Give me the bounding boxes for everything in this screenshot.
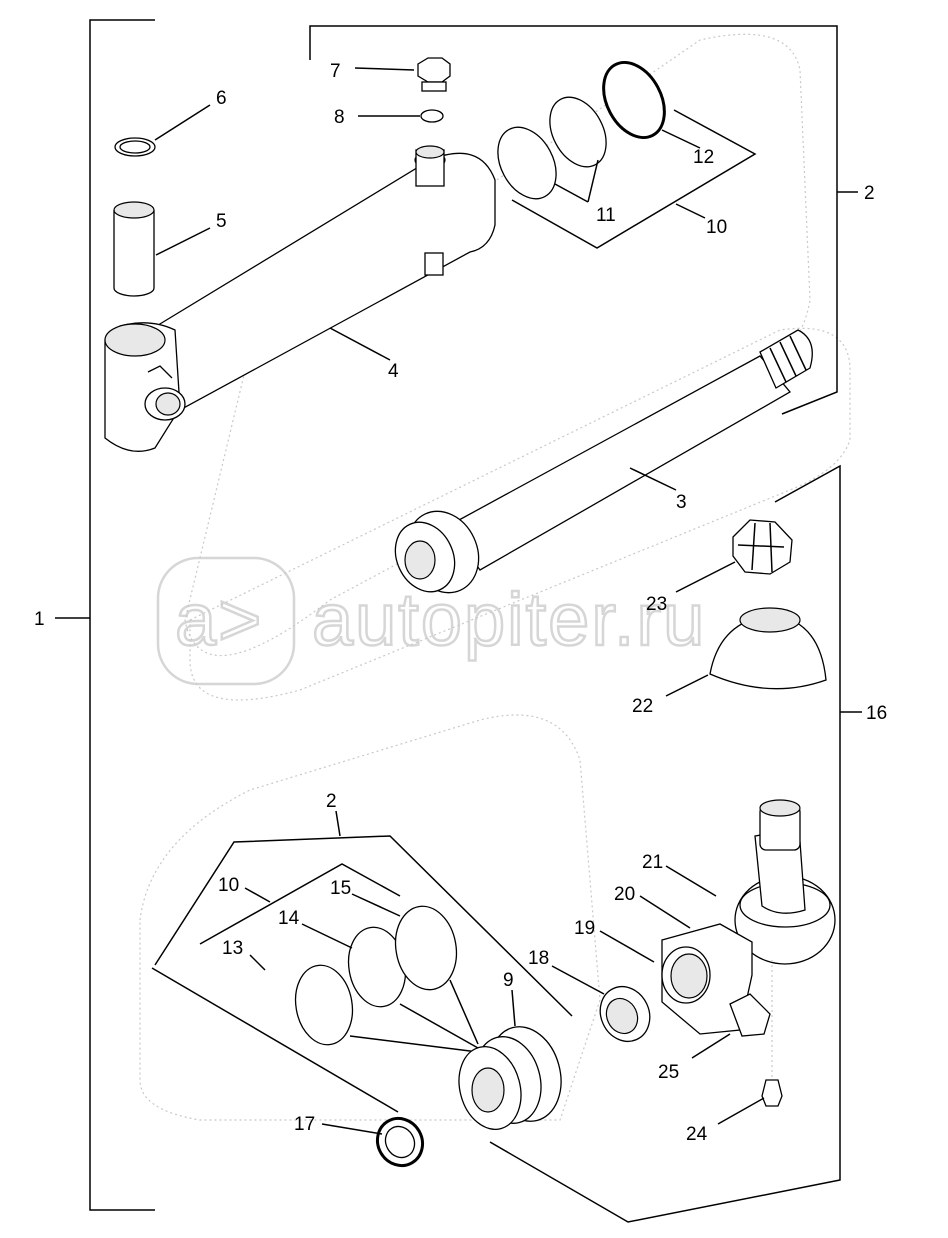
- adjuster-25-icon: [729, 993, 771, 1037]
- seal-18: 18: [528, 948, 651, 1042]
- piston-rod-3: 3: [394, 329, 813, 594]
- label-2-upper: 2: [864, 183, 875, 204]
- bracket-2-lower-line: [154, 835, 573, 1017]
- label-24: 24: [686, 1124, 708, 1145]
- label-23: 23: [646, 594, 667, 615]
- label-7: 7: [330, 61, 341, 82]
- assembly-envelopes: [139, 33, 851, 1121]
- leader-23: [675, 561, 736, 593]
- bracket-16: 16: [489, 464, 887, 1223]
- seal-kit-10-upper: 11 12 10: [497, 60, 757, 249]
- bracket-2-lower: 2 10: [151, 791, 573, 1113]
- label-14: 14: [278, 908, 300, 929]
- label-10-upper: 10: [706, 217, 727, 238]
- watermark-logo-box: [156, 556, 296, 686]
- washer-icon: [420, 109, 444, 123]
- label-8: 8: [334, 107, 345, 128]
- label-2-lower: 2: [326, 791, 337, 812]
- bracket-1: 1: [34, 19, 155, 1211]
- watermark-text: autopiter.ru: [312, 578, 706, 661]
- label-10-lower: 10: [218, 875, 239, 896]
- label-5: 5: [216, 211, 227, 232]
- label-25: 25: [658, 1062, 679, 1083]
- seal-kit-10-lower: 13 14 15: [222, 878, 479, 1053]
- label-20: 20: [614, 884, 635, 905]
- grease-fitting-icon: [761, 1079, 783, 1107]
- bushing-5: 5: [113, 201, 227, 297]
- label-16: 16: [866, 703, 887, 724]
- bushing-icon: [113, 210, 155, 297]
- label-18: 18: [528, 948, 549, 969]
- label-11: 11: [596, 205, 616, 226]
- leader-2-lower: [335, 810, 341, 837]
- label-6: 6: [216, 88, 227, 109]
- bracket-2-line: [309, 25, 838, 415]
- label-9: 9: [503, 970, 514, 991]
- label-17: 17: [294, 1114, 315, 1135]
- leader-9: [511, 989, 516, 1027]
- leader-6: [154, 104, 211, 141]
- leader-4: [329, 327, 391, 361]
- leader-3: [629, 467, 677, 491]
- label-13: 13: [222, 938, 243, 959]
- label-22: 22: [632, 696, 653, 717]
- watermark: a> autopiter.ru: [156, 556, 706, 686]
- gland-9: 9: [458, 970, 562, 1130]
- label-19: 19: [574, 918, 595, 939]
- leader-17: [321, 1123, 383, 1135]
- bracket-10-upper: [511, 109, 757, 249]
- o-ring-6: 6: [114, 88, 227, 157]
- snap-ring-15-icon: [394, 905, 458, 991]
- dust-boot-22: 22: [632, 607, 827, 717]
- o-ring-13-icon: [294, 964, 354, 1046]
- bleed-screw-icon: [417, 57, 451, 83]
- label-21: 21: [642, 852, 663, 873]
- watermark-logo-glyph: a>: [175, 578, 263, 661]
- dust-boot-icon: [709, 614, 827, 690]
- leader-22: [665, 674, 709, 697]
- label-3: 3: [676, 492, 687, 513]
- bracket-1-line: [89, 19, 155, 1211]
- label-1: 1: [34, 609, 45, 630]
- castle-nut-23: 23: [646, 519, 793, 615]
- grease-fitting-24: 24: [686, 960, 783, 1145]
- leader-7: [354, 67, 415, 71]
- label-15: 15: [330, 878, 351, 899]
- washer-8: 8: [334, 107, 444, 128]
- leader-18: [551, 965, 605, 995]
- label-12: 12: [693, 147, 714, 168]
- seal-ring-icon: [497, 126, 557, 200]
- castle-nut-icon: [732, 519, 793, 575]
- envelope-barrel: [184, 33, 811, 657]
- bleed-screw-7: 7: [330, 57, 451, 92]
- label-4: 4: [388, 361, 399, 382]
- leader-24: [717, 1097, 765, 1125]
- leader-5: [155, 227, 211, 256]
- ball-joint-assembly: 19 20 21 25: [574, 799, 836, 1083]
- seal-17: 17: [294, 1114, 425, 1168]
- bracket-2-upper: 2: [309, 25, 875, 415]
- cylinder-barrel-4: 4: [104, 145, 496, 452]
- cylinder-barrel-icon: [149, 152, 496, 411]
- wear-ring-icon: [602, 60, 666, 140]
- bracket-10-lower: [199, 863, 401, 945]
- bracket-16-line: [489, 464, 841, 1223]
